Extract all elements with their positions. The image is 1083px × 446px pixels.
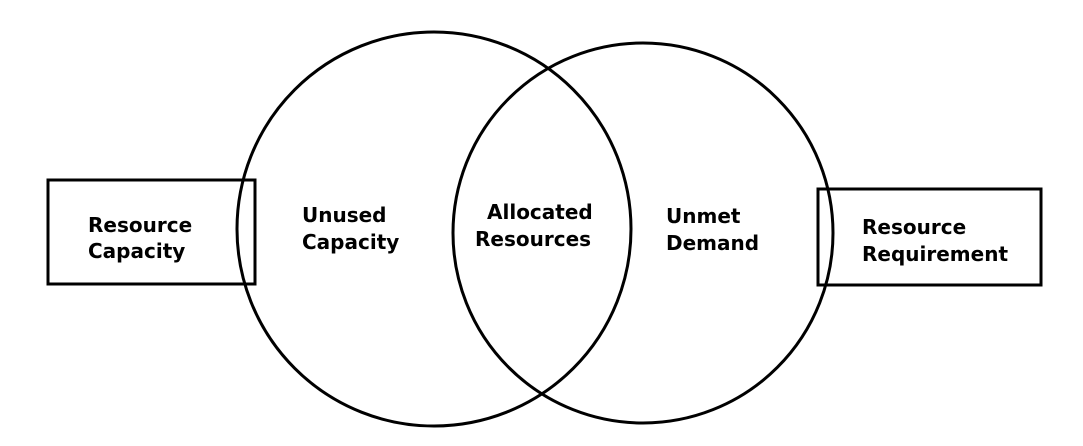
resource-requirement-label-line2: Requirement bbox=[862, 242, 1008, 266]
unmet-demand-label-line2: Demand bbox=[666, 231, 759, 255]
resource-capacity-label-line2: Capacity bbox=[88, 239, 185, 263]
unused-capacity-label-line2: Capacity bbox=[302, 230, 399, 254]
resource-capacity-box-group: Resource Capacity bbox=[46, 178, 257, 286]
left-circle bbox=[235, 30, 633, 428]
resource-requirement-label-line1: Resource bbox=[862, 215, 966, 239]
unmet-demand-label-line1: Unmet bbox=[666, 204, 741, 228]
resource-requirement-box-group: Resource Requirement bbox=[816, 187, 1043, 287]
allocated-resources-label-line2: Resources bbox=[475, 227, 591, 251]
allocated-resources-label-line1: Allocated bbox=[487, 200, 593, 224]
right-circle bbox=[451, 41, 835, 425]
resource-capacity-label-line1: Resource bbox=[88, 213, 192, 237]
resource-requirement-box bbox=[816, 187, 1043, 287]
resource-capacity-box bbox=[46, 178, 257, 286]
unused-capacity-label-line1: Unused bbox=[302, 203, 387, 227]
